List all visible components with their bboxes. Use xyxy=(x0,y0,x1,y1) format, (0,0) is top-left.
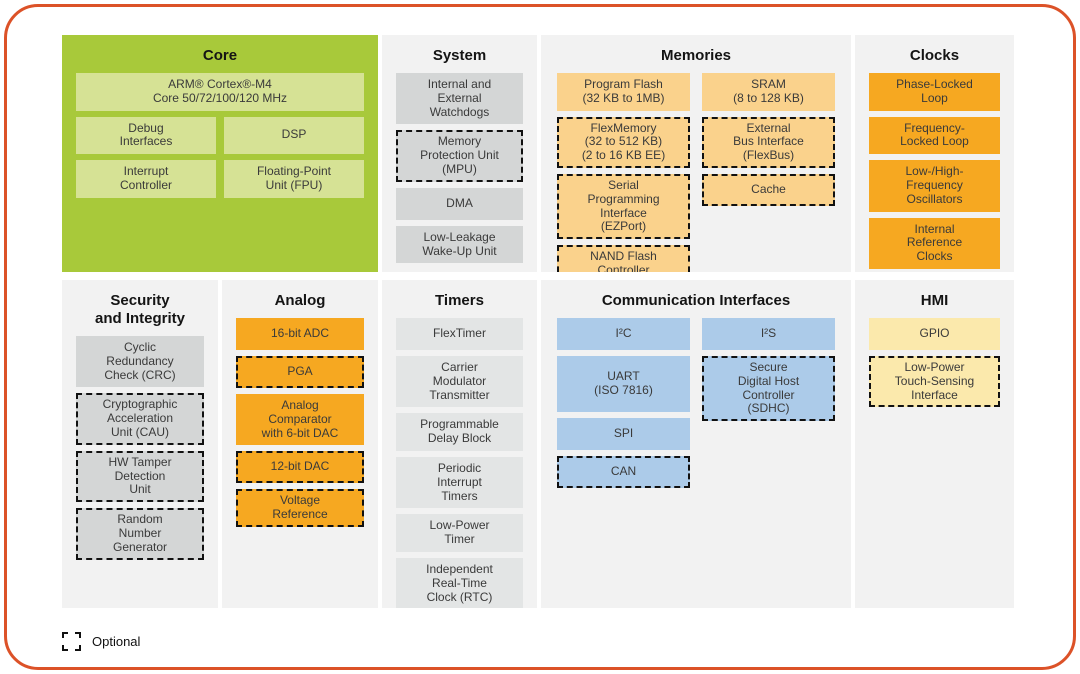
section-title-timers: Timers xyxy=(435,292,484,309)
block-sram-8-to-128-kb: SRAM (8 to 128 KB) xyxy=(702,73,835,111)
block-secure-digital-host-controller-sdhc: Secure Digital Host Controller (SDHC) xyxy=(702,356,835,422)
block-analog-comparator-with-6-bit-dac: Analog Comparator with 6-bit DAC xyxy=(236,394,364,446)
block-interrupt-controller: Interrupt Controller xyxy=(76,160,216,198)
section-title-clocks: Clocks xyxy=(909,47,960,64)
block-low-power-touch-sensing-interface: Low-Power Touch-Sensing Interface xyxy=(869,356,1000,408)
block-floating-point-unit-fpu: Floating-Point Unit (FPU) xyxy=(224,160,364,198)
block-cyclic-redundancy-check-crc: Cyclic Redundancy Check (CRC) xyxy=(76,336,204,388)
block-flextimer: FlexTimer xyxy=(396,318,523,350)
block-flexmemory-32-to-512-kb-2-to-16-kb-ee: FlexMemory (32 to 512 KB) (2 to 16 KB EE… xyxy=(557,116,690,168)
block-memory-protection-unit-mpu: Memory Protection Unit (MPU) xyxy=(396,130,523,182)
block-dsp: DSP xyxy=(224,116,364,155)
block-uart-iso-7816: UART (ISO 7816) xyxy=(557,356,690,412)
legend-label: Optional xyxy=(92,634,141,649)
block-dma: DMA xyxy=(396,187,523,220)
block-i-s: I²S xyxy=(702,318,835,350)
block-programmable-delay-block: Programmable Delay Block xyxy=(396,413,523,451)
section-title-system: System xyxy=(432,47,487,64)
block-debug-interfaces: Debug Interfaces xyxy=(76,116,216,155)
block-independent-real-time-clock-rtc: Independent Real-Time Clock (RTC) xyxy=(396,557,523,608)
block-12-bit-dac: 12-bit DAC xyxy=(236,451,364,484)
section-title-comm: Communication Interfaces xyxy=(601,292,791,309)
block-random-number-generator: Random Number Generator xyxy=(76,508,204,560)
block-hw-tamper-detection-unit: HW Tamper Detection Unit xyxy=(76,450,204,503)
block-spi: SPI xyxy=(557,418,690,450)
block-cryptographic-acceleration-unit-cau: Cryptographic Acceleration Unit (CAU) xyxy=(76,393,204,445)
section-title-security: Security and Integrity xyxy=(94,292,185,327)
block-i-c: I²C xyxy=(557,318,690,350)
legend: Optional xyxy=(62,632,140,651)
optional-dashed-icon xyxy=(62,632,81,651)
block-program-flash-32-kb-to-1mb: Program Flash (32 KB to 1MB) xyxy=(557,73,690,111)
section-analog: Analog 16-bit ADC PGA Analog Comparator wit… xyxy=(222,280,378,608)
block-frequency-locked-loop: Frequency- Locked Loop xyxy=(869,116,1000,155)
block-internal-reference-clocks: Internal Reference Clocks xyxy=(869,217,1000,269)
block-low-leakage-wake-up-unit: Low-Leakage Wake-Up Unit xyxy=(396,225,523,264)
block-external-bus-interface-flexbus: External Bus Interface (FlexBus) xyxy=(702,116,835,168)
block-gpio: GPIO xyxy=(869,318,1000,350)
section-title-core: Core xyxy=(202,47,238,64)
block-internal-and-external-watchdogs: Internal and External Watchdogs xyxy=(396,73,523,125)
block-low-high-frequency-oscillators: Low-/High- Frequency Oscillators xyxy=(869,160,1000,212)
block-16-bit-adc: 16-bit ADC xyxy=(236,318,364,350)
section-hmi: HMI GPIO Low-Power Touch-Sensing Interface xyxy=(855,280,1014,608)
block-periodic-interrupt-timers: Periodic Interrupt Timers xyxy=(396,456,523,509)
block-can: CAN xyxy=(557,456,690,488)
block-cache: Cache xyxy=(702,173,835,206)
block-voltage-reference: Voltage Reference xyxy=(236,489,364,527)
section-title-hmi: HMI xyxy=(920,292,949,309)
block-carrier-modulator-transmitter: Carrier Modulator Transmitter xyxy=(396,356,523,408)
block-arm-cortex-m4-core-50-72-100-120-mhz: ARM® Cortex®-M4 Core 50/72/100/120 MHz xyxy=(76,73,364,111)
block-serial-programming-interface-ezport: Serial Programming Interface (EZPort) xyxy=(557,173,690,240)
block-phase-locked-loop: Phase-Locked Loop xyxy=(869,73,1000,111)
block-low-power-timer: Low-Power Timer xyxy=(396,514,523,552)
section-title-memories: Memories xyxy=(660,47,732,64)
block-pga: PGA xyxy=(236,356,364,388)
section-title-analog: Analog xyxy=(274,292,326,309)
block-nand-flash-controller: NAND Flash Controller xyxy=(557,245,690,272)
